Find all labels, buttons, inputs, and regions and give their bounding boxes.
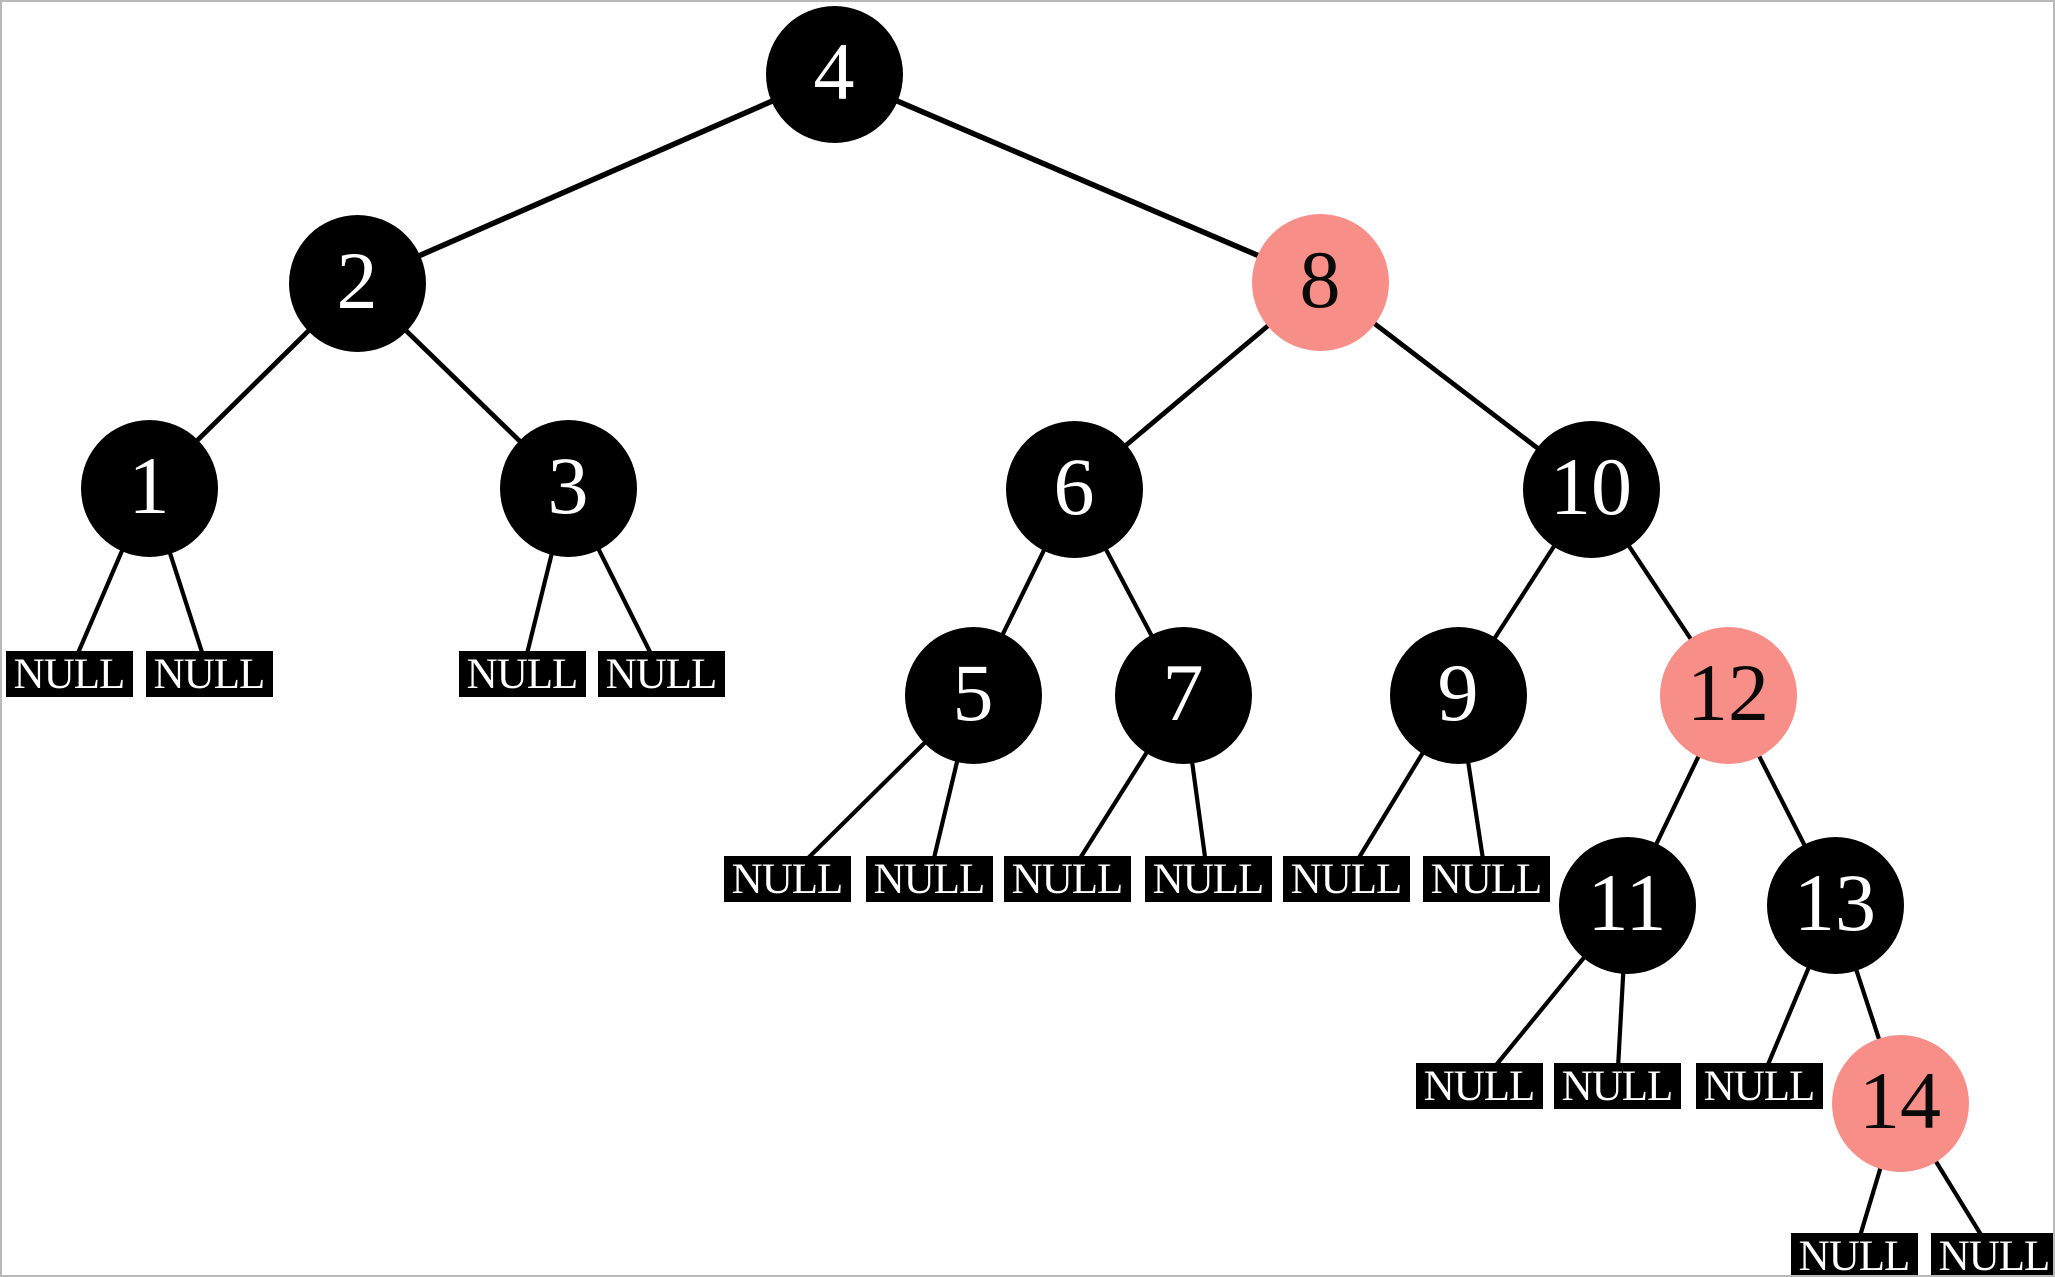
tree-node-label: 7 bbox=[1162, 647, 1204, 738]
null-leaf-label: NULL bbox=[731, 855, 844, 903]
tree-node-label: 3 bbox=[547, 440, 589, 531]
null-leaf-label: NULL bbox=[1798, 1232, 1911, 1277]
null-leaf-box-n15: NULL bbox=[1930, 1232, 2053, 1277]
tree-node-2: 2 bbox=[288, 214, 426, 352]
null-leaf-box-n6: NULL bbox=[865, 855, 993, 903]
tree-node-4: 4 bbox=[765, 5, 903, 143]
tree-node-label: 1 bbox=[128, 440, 170, 531]
tree-node-label: 5 bbox=[952, 647, 994, 738]
tree-node-label: 13 bbox=[1794, 857, 1876, 948]
tree-node-10: 10 bbox=[1522, 420, 1660, 558]
tree-node-5: 5 bbox=[904, 626, 1042, 764]
tree-node-1: 1 bbox=[80, 419, 218, 557]
tree-node-label: 4 bbox=[813, 26, 855, 117]
null-leaf-label: NULL bbox=[466, 650, 579, 698]
tree-node-11: 11 bbox=[1558, 836, 1696, 974]
tree-node-7: 7 bbox=[1114, 626, 1252, 764]
tree-node-6: 6 bbox=[1005, 420, 1143, 558]
null-leaf-label: NULL bbox=[1430, 855, 1543, 903]
null-leaf-box-n4: NULL bbox=[597, 650, 725, 698]
tree-node-label: 6 bbox=[1053, 441, 1095, 532]
null-leaf-box-n7: NULL bbox=[1003, 855, 1131, 903]
null-leaf-box-n2: NULL bbox=[145, 650, 273, 698]
tree-node-14: 14 bbox=[1831, 1034, 1969, 1172]
null-leaf-box-n12: NULL bbox=[1553, 1062, 1681, 1110]
null-leaf-label: NULL bbox=[1561, 1062, 1674, 1110]
null-leaf-box-n8: NULL bbox=[1144, 855, 1272, 903]
tree-node-label: 12 bbox=[1687, 647, 1769, 738]
null-leaf-box-n10: NULL bbox=[1422, 855, 1550, 903]
tree-node-label: 11 bbox=[1587, 857, 1667, 948]
tree-node-label: 2 bbox=[336, 235, 378, 326]
null-leaf-box-n13: NULL bbox=[1695, 1062, 1823, 1110]
tree-node-label: 9 bbox=[1437, 647, 1479, 738]
tree-node-8: 8 bbox=[1251, 213, 1389, 351]
null-leaf-label: NULL bbox=[1290, 855, 1403, 903]
null-leaf-box-n1: NULL bbox=[5, 650, 133, 698]
null-leaf-label: NULL bbox=[1423, 1062, 1536, 1110]
null-leaf-label: NULL bbox=[1152, 855, 1265, 903]
null-leaf-label: NULL bbox=[153, 650, 266, 698]
null-leaf-box-n9: NULL bbox=[1282, 855, 1410, 903]
tree-node-12: 12 bbox=[1659, 626, 1797, 764]
null-leaf-label: NULL bbox=[605, 650, 718, 698]
tree-node-label: 8 bbox=[1299, 234, 1341, 325]
null-leaf-box-n11: NULL bbox=[1415, 1062, 1543, 1110]
tree-edge-4-8 bbox=[832, 71, 1322, 285]
null-leaf-label: NULL bbox=[13, 650, 126, 698]
null-leaf-label: NULL bbox=[873, 855, 986, 903]
tree-node-9: 9 bbox=[1389, 626, 1527, 764]
null-leaf-label: NULL bbox=[1703, 1062, 1816, 1110]
null-leaf-box-n14: NULL bbox=[1790, 1232, 1918, 1277]
null-leaf-label: NULL bbox=[1938, 1232, 2051, 1277]
tree-node-label: 14 bbox=[1859, 1055, 1941, 1146]
tree-node-3: 3 bbox=[499, 419, 637, 557]
tree-edge-4-2 bbox=[355, 71, 836, 286]
null-leaf-box-n3: NULL bbox=[458, 650, 586, 698]
tree-node-label: 10 bbox=[1550, 441, 1632, 532]
null-leaf-box-n5: NULL bbox=[723, 855, 851, 903]
null-leaf-label: NULL bbox=[1011, 855, 1124, 903]
tree-node-13: 13 bbox=[1766, 836, 1904, 974]
